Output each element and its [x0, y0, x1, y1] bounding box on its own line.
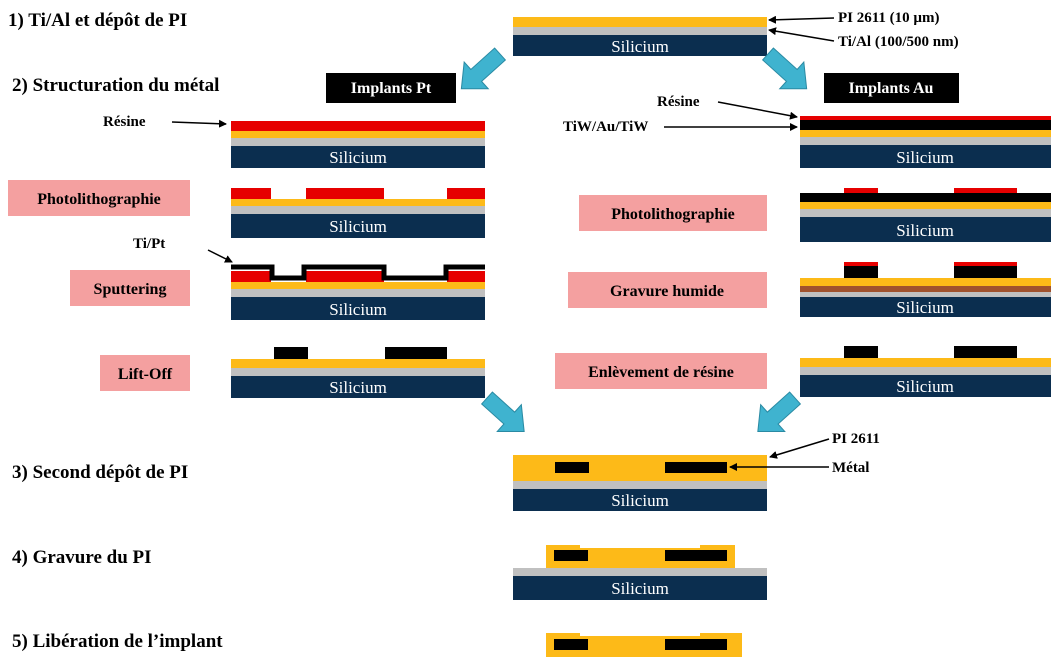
step-3-title: 3) Second dépôt de PI — [12, 462, 188, 483]
metal-label: Métal — [832, 460, 869, 476]
silicon-label: Silicium — [329, 217, 387, 236]
silicon-label: Silicium — [896, 221, 954, 240]
arrow-to-pt — [460, 47, 507, 90]
stack-au-gravure: Silicium — [800, 262, 1051, 317]
stack-step5 — [546, 633, 742, 657]
liftoff-box — [100, 355, 190, 391]
enlevement-label: Enlèvement de résine — [588, 364, 734, 381]
implants-pt-box — [326, 73, 456, 103]
step-1-title: 1) Ti/Al et dépôt de PI — [8, 10, 187, 31]
liftoff-label: Lift-Off — [118, 366, 173, 383]
silicon-label: Silicium — [611, 37, 669, 56]
enlevement-box — [555, 353, 767, 389]
arrow-pt-to-step3 — [480, 391, 525, 432]
stack-au-photolitho: Silicium — [800, 188, 1051, 242]
stack-au-enlevement: Silicium — [800, 346, 1051, 397]
pi-2611-label-bottom: PI 2611 — [832, 431, 880, 447]
resine-pointer-left — [171, 119, 227, 128]
stack-pt-resine: Silicium — [231, 121, 485, 168]
photolitho-box-right — [579, 195, 767, 231]
pi-pointer-arrow — [768, 15, 835, 24]
silicon-label: Silicium — [896, 148, 954, 167]
resine-pointer-right — [717, 101, 798, 120]
stack-pt-liftoff: Silicium — [231, 347, 485, 398]
silicon-substrate — [513, 35, 767, 56]
stack-step3: Silicium — [513, 455, 767, 511]
tial-label: Ti/Al (100/500 nm) — [838, 34, 959, 50]
stack-au-resine: Silicium — [800, 116, 1051, 168]
implants-au-box — [824, 73, 959, 103]
stack-pt-photolitho: Silicium — [231, 188, 485, 238]
tial-pointer-arrow — [768, 27, 835, 42]
photolitho-label-left: Photolithographie — [37, 191, 161, 208]
implants-au-label: Implants Au — [849, 80, 934, 97]
stack-step4: Silicium — [513, 545, 767, 600]
polyimide-layer — [513, 17, 767, 27]
pi-2611-label: PI 2611 (10 µm) — [838, 10, 940, 26]
silicon-label: Silicium — [896, 298, 954, 317]
sputtering-label: Sputtering — [94, 281, 167, 298]
tipt-pointer — [207, 249, 233, 263]
sputtering-box — [70, 270, 190, 306]
tiwau-label: TiW/Au/TiW — [563, 119, 648, 135]
arrow-au-to-step3 — [757, 391, 802, 432]
stack-pt-sputtering: Silicium — [231, 264, 485, 320]
pi-pointer-bottom — [769, 438, 830, 459]
gravure-label: Gravure humide — [610, 283, 724, 300]
stack-step1: Silicium — [513, 17, 767, 56]
implants-pt-label: Implants Pt — [351, 80, 432, 97]
step-5-title: 5) Libération de l’implant — [12, 631, 223, 652]
arrows — [460, 47, 808, 432]
photolitho-label-right: Photolithographie — [611, 206, 735, 223]
step-2-title: 2) Structuration du métal — [12, 75, 219, 96]
arrow-to-au — [761, 47, 808, 90]
silicon-label: Silicium — [611, 491, 669, 510]
resine-label-right: Résine — [657, 94, 700, 110]
photolitho-box-left — [8, 180, 190, 216]
silicon-label: Silicium — [611, 579, 669, 598]
silicon-label: Silicium — [329, 148, 387, 167]
resine-label-left: Résine — [103, 114, 146, 130]
step-4-title: 4) Gravure du PI — [12, 547, 152, 568]
gravure-box — [568, 272, 767, 308]
silicon-label: Silicium — [329, 300, 387, 319]
silicon-label: Silicium — [329, 378, 387, 397]
silicon-label: Silicium — [896, 377, 954, 396]
tipt-label: Ti/Pt — [133, 236, 165, 252]
tial-layer — [513, 27, 767, 35]
